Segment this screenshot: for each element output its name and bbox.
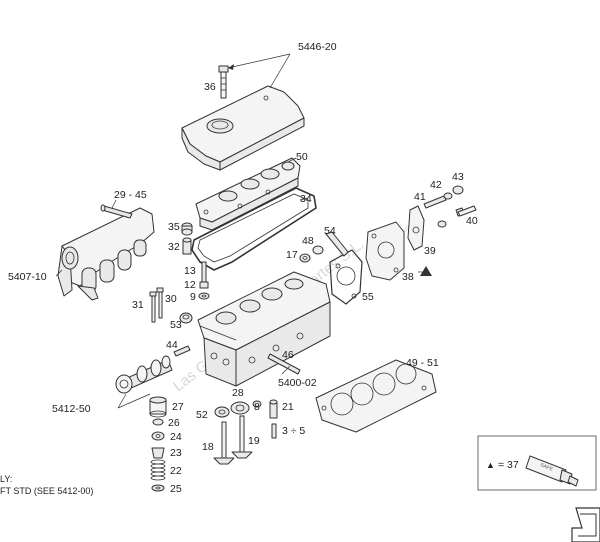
callout-21: 21 [282,401,294,413]
plug-53 [179,312,193,324]
callout-50: 50 [296,151,308,163]
camshaft-carrier [195,157,301,231]
corner-logo-icon [571,507,600,542]
callout-24: 24 [170,431,182,443]
footer-line-1: LY: [0,474,12,484]
washer-9 [198,292,210,300]
tappet-27 [149,396,167,418]
callout-25: 25 [170,483,182,495]
callout-36: 36 [204,81,216,93]
sleeve-32 [182,237,192,255]
callout-5407-10: 5407-10 [8,271,47,283]
callout-3-5: 3 ÷ 5 [282,425,305,437]
callout-44: 44 [166,339,178,351]
bolt-54 [325,231,349,257]
sealant-tube-label: SAFE [539,462,554,473]
leader-lines [55,53,428,409]
retainer-24 [151,431,165,441]
callout-38: 38 [402,271,414,283]
bolt-31 [149,291,157,323]
stud-29-45 [100,204,133,219]
seal-52 [214,406,230,418]
nut-12 [199,281,209,289]
callout-5412-50: 5412-50 [52,403,91,415]
washer-25 [151,484,165,492]
bolt-41 [423,195,447,209]
callout-5446-20: 5446-20 [298,41,337,53]
spring-22 [150,459,166,481]
legend-triangle-symbol: ▲ [486,460,495,470]
callout-23: 23 [170,447,182,459]
callout-22: 22 [170,465,182,477]
callout-28: 28 [232,387,244,399]
callout-9: 9 [190,291,196,303]
callout-49-51: 49 - 51 [406,357,439,369]
callout-19: 19 [248,435,260,447]
bracket-38 [365,221,405,281]
callout-13: 13 [184,265,196,277]
callout-26: 26 [168,417,180,429]
callout-42-top: 42 [430,179,442,191]
nut-43 [452,185,464,195]
legend-box: ▲ = 37 SAFE [477,435,597,491]
housing-gasket-55 [329,249,363,305]
plug-44 [173,345,191,357]
bolt-40 [455,205,477,217]
rocker-cover [181,85,305,171]
callout-17: 17 [286,249,298,261]
callout-29-45: 29 - 45 [114,189,147,201]
callout-30: 30 [165,293,177,305]
camshaft [115,355,173,394]
sensor-46 [267,353,301,375]
triangle-marker [420,266,432,276]
seal-28 [230,401,250,415]
head-gasket [315,359,437,433]
callout-32: 32 [168,241,180,253]
nut-42-top [443,192,453,200]
valve-19 [231,415,253,459]
bracket-39 [407,205,425,251]
callout-54: 54 [324,225,336,237]
bolt-30 [156,287,164,319]
guide-8 [252,400,262,408]
cap-23 [151,447,165,459]
callout-39: 39 [424,245,436,257]
callout-52: 52 [196,409,208,421]
cylinder-head [197,271,331,387]
bolt-36 [218,65,229,99]
callout-40: 40 [466,215,478,227]
sealant-tube-icon: SAFE [525,455,579,487]
callout-35: 35 [168,221,180,233]
callout-48: 48 [302,235,314,247]
callout-5400-02: 5400-02 [278,377,317,389]
callout-53: 53 [170,319,182,331]
intake-manifold [57,207,155,301]
footer-line-2: FT STD (SEE 5412-00) [0,486,93,496]
guide-21 [269,399,278,419]
callout-31: 31 [132,299,144,311]
nut-48 [312,245,324,255]
callout-43: 43 [452,171,464,183]
valve-18 [213,421,235,465]
callout-12: 12 [184,279,196,291]
callout-41: 41 [414,191,426,203]
callout-18: 18 [202,441,214,453]
cover-gasket [191,187,317,271]
arrowhead-5446-20 [228,64,234,70]
callout-34: 34 [300,193,312,205]
shim-26 [152,418,164,426]
pin-3-5 [271,423,277,439]
washer-42-bottom [437,220,447,228]
legend-text: = 37 [498,459,519,471]
callout-27: 27 [172,401,184,413]
callout-46: 46 [282,349,294,361]
plug-35 [181,222,193,236]
callout-55: 55 [362,291,374,303]
callout-8: 8 [254,401,260,413]
washer-17 [299,253,311,263]
